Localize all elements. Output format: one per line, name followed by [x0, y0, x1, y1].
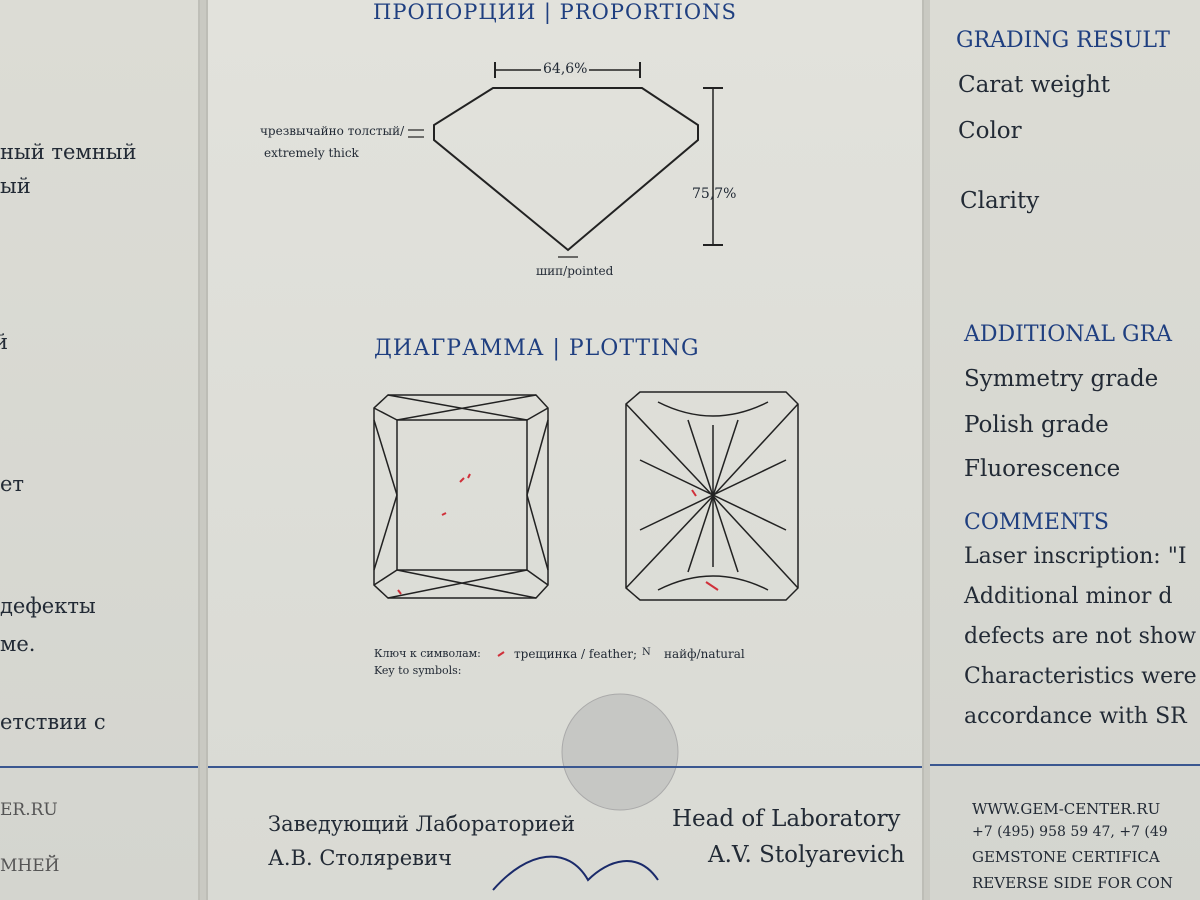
pavilion-plot [625, 391, 799, 601]
table-percent: 64,6% [541, 61, 590, 77]
left-text: ный темный [0, 140, 137, 164]
footer-phone: +7 (495) 958 59 47, +7 (49 [972, 824, 1168, 840]
diagrams [373, 62, 799, 891]
head-ru: Заведующий Лабораторией [268, 812, 576, 836]
left-text: дефекты [0, 594, 96, 618]
left-panel: ный темный ый й ет дефекты ме. етствии с… [0, 0, 200, 900]
polish-label: Polish grade [964, 412, 1109, 438]
feather-label: трещинка / feather; [514, 647, 638, 661]
proportions-heading: ПРОПОРЦИИ | PROPORTIONS [373, 0, 737, 24]
left-text: ме. [0, 632, 36, 656]
natural-label: найф/natural [664, 647, 745, 661]
culet-label: шип/pointed [536, 264, 614, 278]
footer-text: REVERSE SIDE FOR CON [972, 874, 1173, 892]
carat-label: Carat weight [958, 72, 1111, 98]
color-label: Color [958, 118, 1022, 144]
right-panel: GRADING RESULT Carat weight Color Clarit… [930, 0, 1200, 900]
inclusion-marks [397, 473, 719, 657]
comment-line: accordance with SR [964, 704, 1187, 729]
key-ru: Ключ к символам: [374, 647, 481, 660]
comment-line: defects are not show [964, 624, 1197, 649]
depth-percent: 75,7% [692, 186, 737, 202]
left-text: етствии с [0, 710, 106, 734]
left-text: й [0, 330, 8, 354]
signature [492, 855, 659, 891]
left-text: ый [0, 174, 31, 198]
divider [930, 764, 1200, 766]
head-en: Head of Laboratory [672, 806, 901, 832]
laboratory-seal [561, 693, 679, 811]
additional-heading: ADDITIONAL GRA [964, 322, 1173, 347]
name-ru: А.В. Столяревич [268, 846, 452, 870]
left-text: ет [0, 472, 25, 496]
left-footer: МНЕЙ [0, 856, 60, 876]
grading-heading: GRADING RESULT [956, 28, 1170, 53]
footer-url: WWW.GEM-CENTER.RU [972, 800, 1161, 818]
clarity-label: Clarity [960, 188, 1040, 214]
footer-text: GEMSTONE CERTIFICA [972, 848, 1160, 866]
girdle-ru: чрезвычайно толстый/ [260, 124, 405, 138]
natural-symbol: N [642, 647, 651, 658]
name-en: A.V. Stolyarevich [708, 842, 905, 868]
girdle-en: extremely thick [264, 146, 359, 160]
center-panel: ПРОПОРЦИИ | PROPORTIONS 64,6% 75,7% чрез… [206, 0, 924, 900]
fluorescence-label: Fluorescence [964, 456, 1121, 482]
comment-line: Laser inscription: "I [964, 544, 1187, 569]
divider [0, 766, 198, 768]
symmetry-label: Symmetry grade [964, 366, 1159, 392]
proportion-profile [408, 62, 723, 258]
plotting-heading: ДИАГРАММА | PLOTTING [374, 336, 700, 361]
divider [208, 766, 922, 768]
comment-line: Characteristics were [964, 664, 1197, 689]
crown-plot [373, 394, 549, 599]
key-en: Key to symbols: [374, 664, 462, 677]
left-footer: ER.RU [0, 800, 58, 820]
comments-heading: COMMENTS [964, 510, 1109, 535]
comment-line: Additional minor d [964, 584, 1173, 609]
